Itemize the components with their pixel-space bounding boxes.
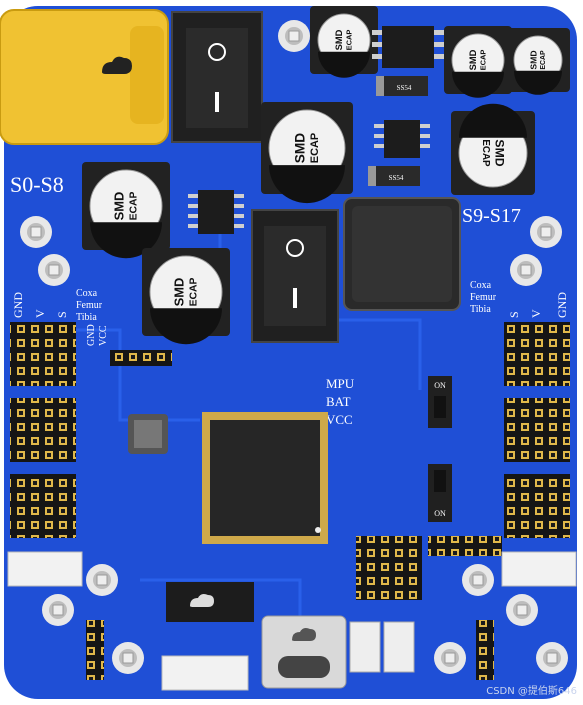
label-vcc: VCC	[326, 412, 353, 427]
cap-label-smd: SMD	[111, 192, 126, 221]
usb-serial-chip	[166, 582, 254, 622]
group-label-left: S0-S8	[10, 172, 64, 197]
regulator-chip-top	[372, 26, 444, 68]
switch-off-symbol-icon	[286, 239, 304, 257]
dip-switch-bottom[interactable]: ON	[428, 464, 452, 522]
cap-label-smd: SMD	[171, 278, 186, 307]
led-mount-pad	[20, 216, 52, 248]
led-mount-pad	[462, 564, 494, 596]
aux-pin-header[interactable]	[356, 536, 422, 600]
cap-label-smd: SMD	[468, 49, 478, 70]
diode-top: SS54	[376, 76, 428, 96]
connector-logo-icon	[102, 56, 132, 74]
label-coxa-right: Coxa	[470, 280, 492, 291]
sop8-chip-left	[188, 190, 244, 234]
cap-label-ecap: ECAP	[309, 133, 321, 163]
jst-connector-left[interactable]	[7, 551, 83, 587]
switch-off-symbol-icon	[208, 43, 226, 61]
label-gnd-right: GND	[555, 292, 569, 318]
led-mount-pad	[278, 20, 310, 52]
label-gnd-left: GND	[11, 292, 25, 318]
led-mount-pad	[530, 216, 562, 248]
aux-pin-strip[interactable]	[428, 536, 502, 556]
label-tibia-right: Tibia	[470, 304, 491, 315]
led-mount-pad	[434, 642, 466, 674]
label-s-right: S	[507, 311, 521, 318]
jst-connector-bottom[interactable]	[161, 655, 249, 691]
cap-label-smd: SMD	[528, 50, 538, 69]
dip-switch-top[interactable]: ON	[428, 376, 452, 428]
cap-label-ecap: ECAP	[480, 139, 491, 167]
label-v-left: V	[33, 309, 47, 318]
power-switch-middle[interactable]	[251, 209, 339, 343]
label-gnd-small: GND	[86, 324, 97, 346]
cap-label-smd: SMD	[334, 29, 344, 50]
led-mount-pad	[38, 254, 70, 286]
servo-pin-header[interactable]	[10, 398, 76, 462]
dip-on-label: ON	[434, 381, 446, 390]
led-mount-pad	[510, 254, 542, 286]
cap-label-smd: SMD	[492, 139, 506, 166]
diode-label: SS54	[389, 174, 404, 182]
servo-pin-header[interactable]	[504, 322, 570, 386]
power-inductor	[343, 197, 461, 311]
power-switch-top[interactable]	[171, 11, 263, 143]
chip-logo-icon	[190, 594, 214, 607]
cap-label-ecap: ECAP	[478, 50, 487, 71]
servo-pin-header[interactable]	[504, 398, 570, 462]
mcu-chip	[202, 412, 328, 544]
battery-connector	[0, 9, 169, 145]
cap-label-ecap: ECAP	[188, 278, 199, 307]
label-bat: BAT	[326, 394, 351, 409]
imu-sensor-chip	[128, 414, 168, 454]
push-button-left[interactable]	[349, 621, 381, 673]
vcc-gnd-header[interactable]	[110, 350, 172, 366]
led-mount-pad	[536, 642, 568, 674]
switch-on-symbol-icon	[215, 92, 219, 112]
usb-logo-icon	[292, 628, 316, 641]
label-s-left: S	[55, 311, 69, 318]
watermark-text: CSDN @提伯斯646	[486, 686, 577, 697]
cap-label-ecap: ECAP	[540, 50, 547, 70]
jst-connector-right[interactable]	[501, 551, 577, 587]
servo-pin-header[interactable]	[504, 474, 570, 538]
label-femur-right: Femur	[470, 292, 497, 303]
servo-pin-header[interactable]	[10, 474, 76, 538]
servo-pin-header[interactable]	[10, 322, 76, 386]
led-mount-pad	[42, 594, 74, 626]
led-mount-pad	[86, 564, 118, 596]
group-label-right: S9-S17	[462, 205, 521, 227]
label-mpu: MPU	[326, 376, 355, 391]
cap-label-ecap: ECAP	[128, 192, 139, 221]
usb-c-connector[interactable]	[261, 615, 347, 689]
side-pin-strip-right[interactable]	[476, 620, 494, 680]
dip-on-label: ON	[434, 509, 446, 518]
label-femur-left: Femur	[76, 300, 103, 311]
switch-on-symbol-icon	[293, 288, 297, 308]
diode-middle: SS54	[368, 166, 420, 186]
push-button-right[interactable]	[383, 621, 415, 673]
led-mount-pad	[506, 594, 538, 626]
label-tibia-left: Tibia	[76, 312, 97, 323]
led-mount-pad	[112, 642, 144, 674]
driver-chip-middle	[374, 120, 430, 158]
cap-label-ecap: ECAP	[344, 30, 353, 51]
diode-label: SS54	[397, 84, 412, 92]
label-vcc-small: VCC	[98, 325, 109, 346]
cap-label-smd: SMD	[292, 133, 307, 164]
label-coxa-left: Coxa	[76, 288, 98, 299]
side-pin-strip-left[interactable]	[86, 620, 104, 680]
label-v-right: V	[529, 309, 543, 318]
